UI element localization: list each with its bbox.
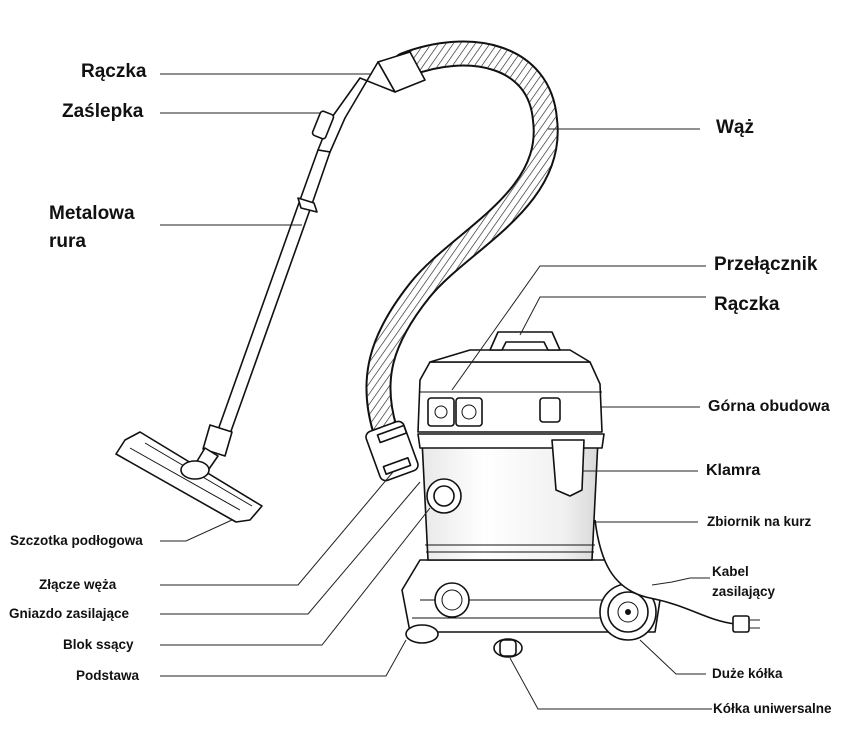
switch <box>427 397 455 427</box>
label-przelacznik: Przełącznik <box>714 254 818 275</box>
label-raczka-right: Rączka <box>714 294 780 315</box>
label-kabel-1: Kabel <box>712 564 749 579</box>
floor-brush <box>115 431 263 523</box>
label-gniazdo: Gniazdo zasilające <box>9 606 130 621</box>
label-waz: Wąż <box>716 117 754 138</box>
clamp <box>551 439 585 497</box>
metal-tube <box>202 149 331 457</box>
label-zaslepka: Zaślepka <box>62 101 144 122</box>
label-kolka-uniwersalne: Kółka uniwersalne <box>713 701 832 716</box>
label-szczotka: Szczotka podłogowa <box>10 533 143 548</box>
hose-connector <box>365 420 419 482</box>
label-duze-kolka: Duże kółka <box>712 666 783 681</box>
label-metalowa-1: Metalowa <box>49 203 135 224</box>
label-kabel-2: zasilający <box>712 584 776 599</box>
suction-knob <box>426 478 470 618</box>
handle-grip <box>311 51 426 153</box>
label-blok: Blok ssący <box>63 637 134 652</box>
label-metalowa-2: rura <box>49 231 86 252</box>
power-cable <box>594 519 760 633</box>
label-zbiornik: Zbiornik na kurz <box>707 514 812 529</box>
label-raczka-top: Rączka <box>81 61 147 82</box>
top-housing <box>417 349 603 433</box>
hose <box>365 40 559 443</box>
label-klamra: Klamra <box>706 462 761 479</box>
caster-wheels <box>405 624 523 658</box>
leader-lines <box>160 73 712 710</box>
label-podstawa: Podstawa <box>76 668 140 683</box>
carry-handle <box>489 331 561 351</box>
label-gorna-obudowa: Górna obudowa <box>708 398 830 415</box>
blind-cap-slider <box>311 110 335 140</box>
label-zlacze: Złącze węża <box>39 577 117 592</box>
power-socket <box>455 397 483 427</box>
large-wheel <box>599 583 657 641</box>
